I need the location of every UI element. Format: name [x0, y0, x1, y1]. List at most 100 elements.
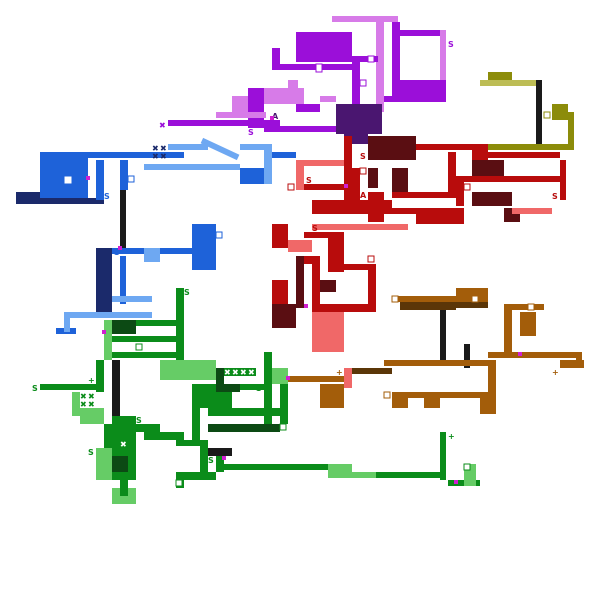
plus-marker[interactable]: +	[88, 376, 95, 385]
orange-dark-corridor[interactable]	[456, 302, 488, 308]
blue-room[interactable]	[144, 248, 160, 262]
green-corridor[interactable]	[176, 472, 216, 480]
red-room-large[interactable]	[312, 312, 344, 352]
purple-corridor[interactable]	[400, 30, 440, 36]
save-marker[interactable]: S	[552, 192, 558, 201]
olive-corridor[interactable]	[480, 80, 536, 86]
green-dark-room[interactable]	[112, 320, 136, 334]
item-box[interactable]	[383, 391, 391, 399]
red-corridor[interactable]	[296, 160, 344, 166]
blue-corridor[interactable]	[40, 198, 104, 204]
green-corridor[interactable]	[232, 384, 264, 390]
plus-marker[interactable]: +	[552, 368, 559, 377]
orange-corridor[interactable]	[488, 352, 576, 358]
plus-marker[interactable]: +	[448, 432, 455, 441]
red-dark-room[interactable]	[392, 168, 408, 192]
blue-shaft[interactable]	[120, 190, 126, 250]
green-room[interactable]	[112, 416, 136, 424]
door-marker[interactable]	[518, 352, 522, 356]
orange-dark-corridor[interactable]	[400, 302, 456, 310]
door-marker[interactable]	[344, 184, 348, 188]
cross-marker[interactable]: ✖	[160, 152, 167, 161]
purple-room[interactable]	[272, 48, 280, 70]
red-corridor[interactable]	[456, 176, 566, 182]
door-marker[interactable]	[118, 246, 122, 250]
purple-dark-room[interactable]	[336, 104, 382, 134]
red-room[interactable]	[368, 192, 384, 222]
olive-room[interactable]	[488, 72, 512, 80]
cross-marker[interactable]: ✖	[240, 368, 247, 377]
green-room[interactable]	[80, 408, 104, 424]
cross-marker[interactable]: ✖	[88, 400, 95, 409]
save-marker[interactable]: S	[448, 40, 454, 49]
orange-connector[interactable]	[344, 368, 352, 388]
green-room[interactable]	[272, 368, 288, 384]
olive-shaft[interactable]	[536, 80, 542, 148]
orange-room[interactable]	[456, 288, 488, 302]
save-marker[interactable]: S	[312, 224, 318, 233]
blue-shaft[interactable]	[120, 256, 126, 304]
blue-corridor[interactable]	[240, 144, 264, 150]
blue-corridor[interactable]	[272, 152, 296, 158]
green-room[interactable]	[160, 360, 216, 380]
save-marker[interactable]: S	[136, 416, 142, 425]
save-marker[interactable]: S	[184, 288, 190, 297]
green-room[interactable]	[96, 448, 112, 480]
blue-corridor[interactable]	[168, 144, 208, 150]
save-marker[interactable]: S	[360, 152, 366, 161]
orange-room[interactable]	[520, 312, 536, 336]
purple-room[interactable]	[296, 104, 320, 112]
green-shaft[interactable]	[280, 384, 288, 424]
cross-marker[interactable]: ✖	[159, 121, 166, 130]
purple-room[interactable]	[264, 88, 304, 104]
item-box[interactable]	[367, 55, 375, 63]
door-marker[interactable]	[304, 304, 308, 308]
blue-shaft[interactable]	[264, 144, 272, 184]
green-dark-room[interactable]	[216, 384, 240, 392]
orange-shaft[interactable]	[464, 344, 470, 368]
green-shaft[interactable]	[176, 288, 184, 360]
red-room[interactable]	[472, 144, 488, 160]
red-room[interactable]	[304, 256, 320, 264]
a-marker[interactable]: A	[360, 191, 367, 200]
item-box[interactable]	[391, 295, 399, 303]
orange-corridor[interactable]	[384, 360, 496, 366]
green-corridor[interactable]	[176, 440, 200, 446]
green-corridor[interactable]	[112, 320, 176, 326]
blue-shaft[interactable]	[64, 312, 70, 332]
red-shaft[interactable]	[368, 264, 376, 312]
cross-marker[interactable]: ✖	[120, 440, 127, 449]
purple-room[interactable]	[288, 80, 298, 88]
green-shaft[interactable]	[96, 360, 104, 392]
red-corridor[interactable]	[416, 144, 488, 150]
green-corridor[interactable]	[40, 384, 96, 390]
blue-corridor[interactable]	[112, 152, 184, 158]
red-shaft[interactable]	[296, 166, 304, 190]
item-box[interactable]	[127, 175, 135, 183]
green-shaft[interactable]	[264, 352, 272, 424]
red-dark-room[interactable]	[320, 280, 336, 292]
orange-shaft[interactable]	[504, 304, 512, 352]
item-box[interactable]	[367, 255, 375, 263]
red-shaft[interactable]	[312, 264, 320, 304]
blue-corridor[interactable]	[112, 296, 152, 302]
green-shaft[interactable]	[192, 392, 200, 440]
red-corridor[interactable]	[488, 152, 560, 158]
green-corridor[interactable]	[208, 408, 280, 416]
green-shaft[interactable]	[200, 440, 208, 480]
orange-shaft[interactable]	[488, 360, 496, 400]
item-box[interactable]	[287, 183, 295, 191]
purple-corridor[interactable]	[352, 56, 378, 62]
blue-dark-room[interactable]	[16, 192, 40, 204]
plus-marker[interactable]: +	[336, 368, 343, 377]
red-dark-room[interactable]	[368, 136, 416, 160]
green-dark-room[interactable]	[112, 456, 128, 472]
green-shaft[interactable]	[112, 360, 120, 416]
blue-room[interactable]	[192, 224, 216, 270]
orange-room[interactable]	[320, 384, 344, 408]
red-shaft[interactable]	[448, 152, 456, 198]
item-box[interactable]	[63, 175, 73, 185]
cross-marker[interactable]: ✖	[88, 392, 95, 401]
green-corridor[interactable]	[208, 448, 232, 456]
green-shaft[interactable]	[104, 320, 112, 360]
